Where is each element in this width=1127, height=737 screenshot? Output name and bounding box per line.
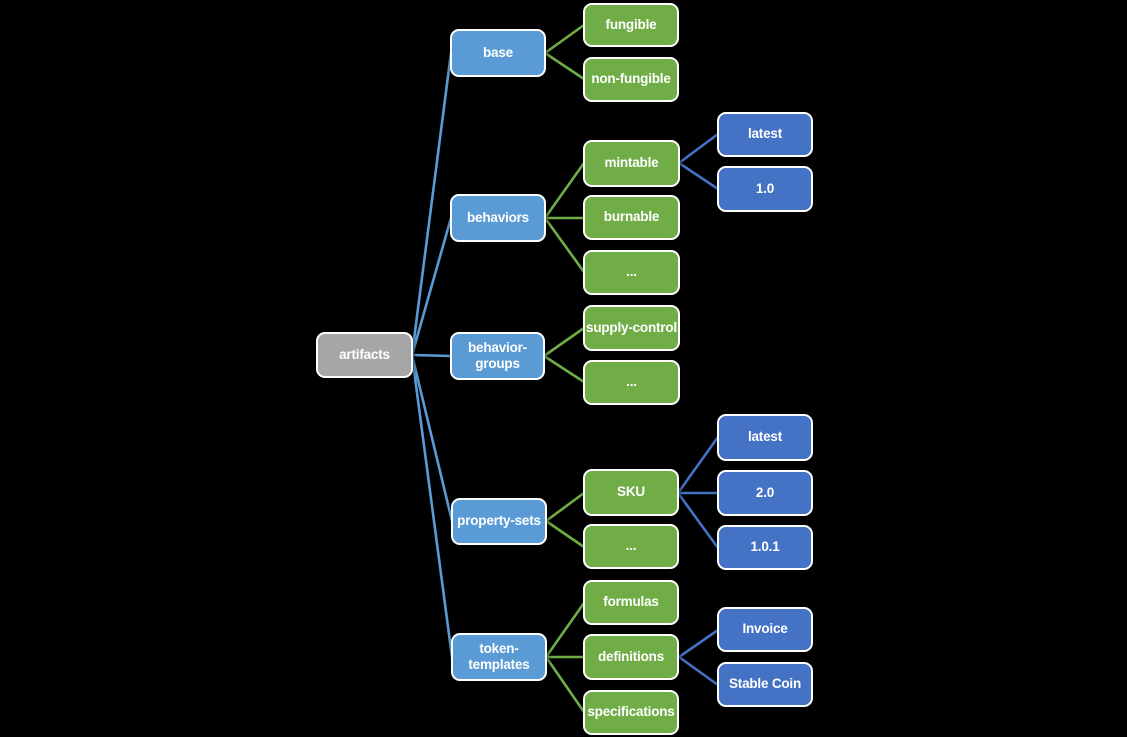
connector-behavior-groups-ellipsis — [543, 354, 585, 384]
node-non-fungible: non-fungible — [583, 57, 679, 102]
node-fungible: fungible — [583, 3, 679, 47]
connector-artifacts-behaviors — [410, 217, 453, 356]
connector-property-sets-sku — [545, 491, 585, 523]
node-behaviors-ellipsis: ... — [583, 250, 680, 295]
connector-artifacts-property-sets — [410, 354, 454, 522]
connector-token-templates-specifications — [544, 656, 586, 713]
node-token-templates: token-templates — [451, 633, 547, 681]
node-base: base — [450, 29, 546, 77]
node-behaviors: behaviors — [450, 194, 546, 242]
connector-property-sets-ellipsis — [545, 519, 585, 549]
connector-definitions-stable-coin — [678, 655, 719, 687]
node-sku: SKU — [583, 469, 679, 516]
node-behavior-groups-ellipsis: ... — [583, 360, 680, 405]
node-stable-coin: Stable Coin — [717, 662, 813, 707]
connector-behaviors-ellipsis — [543, 217, 586, 273]
node-burnable: burnable — [583, 195, 680, 240]
connector-definitions-invoice — [678, 628, 719, 659]
connector-artifacts-token-templates — [410, 354, 454, 658]
connector-artifacts-base — [410, 52, 453, 356]
connector-base-fungible — [544, 23, 585, 55]
item-connectors — [676, 132, 720, 687]
node-sku-latest: latest — [717, 414, 813, 461]
connector-mintable-latest — [678, 132, 719, 165]
category-connectors — [543, 23, 586, 713]
node-invoice: Invoice — [717, 607, 813, 652]
node-mintable-latest: latest — [717, 112, 813, 157]
connector-behaviors-mintable — [543, 162, 586, 219]
node-artifacts: artifacts — [316, 332, 413, 378]
root-connectors — [410, 52, 454, 658]
node-property-sets-ellipsis: ... — [583, 524, 679, 569]
connector-sku-latest — [676, 436, 720, 494]
connector-artifacts-behavior-groups — [411, 353, 452, 358]
node-mintable-1-0: 1.0 — [717, 166, 813, 212]
node-supply-control: supply-control — [583, 305, 680, 351]
connector-base-non-fungible — [544, 51, 585, 81]
node-mintable: mintable — [583, 140, 680, 187]
node-behavior-groups: behavior-groups — [450, 332, 545, 380]
node-property-sets: property-sets — [451, 498, 547, 545]
node-formulas: formulas — [583, 580, 679, 625]
connector-token-templates-formulas — [544, 602, 586, 658]
connector-mintable-1-0 — [678, 161, 719, 191]
node-sku-1-0-1: 1.0.1 — [717, 525, 813, 570]
node-sku-2-0: 2.0 — [717, 470, 813, 516]
connector-behavior-groups-supply-control — [543, 326, 585, 358]
node-definitions: definitions — [583, 634, 679, 680]
connector-sku-1-0-1 — [676, 492, 720, 549]
node-specifications: specifications — [583, 690, 679, 735]
